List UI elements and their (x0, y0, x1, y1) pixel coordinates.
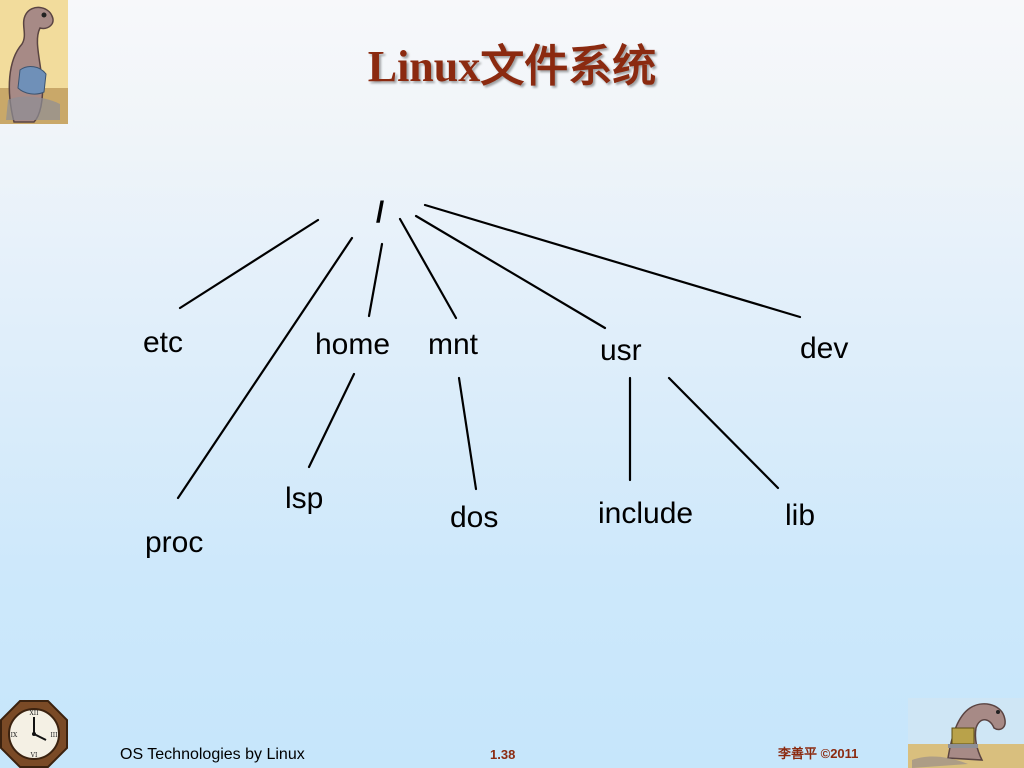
node-root: / (376, 196, 385, 229)
edge-root-usr (414, 214, 607, 330)
node-mnt: mnt (428, 328, 479, 361)
slide-title: Linux文件系统 (367, 42, 657, 91)
dinosaur-laptop-icon (908, 698, 1024, 768)
clock-icon: XII III VI IX (0, 700, 68, 768)
edge-mnt-dos (457, 376, 478, 491)
node-lib: lib (785, 499, 815, 532)
edge-usr-lib (667, 376, 780, 490)
edge-root-etc (178, 218, 320, 310)
dinosaur-mascot-icon (0, 0, 68, 124)
node-usr: usr (600, 334, 642, 367)
edge-root-home (367, 242, 384, 318)
edge-root-dev (423, 203, 802, 319)
node-home: home (315, 328, 390, 361)
page-number: 1.38 (490, 747, 516, 762)
node-dos: dos (450, 501, 498, 534)
svg-text:XII: XII (29, 710, 39, 717)
edge-home-lsp (307, 372, 356, 469)
node-etc: etc (143, 326, 183, 359)
node-lsp: lsp (285, 482, 323, 515)
footer-course-title: OS Technologies by Linux (120, 746, 305, 763)
svg-text:III: III (50, 732, 58, 739)
node-proc: proc (145, 526, 203, 559)
edge-root-proc (176, 236, 354, 500)
node-dev: dev (800, 332, 848, 365)
svg-text:IX: IX (11, 732, 18, 739)
svg-text:VI: VI (30, 752, 38, 759)
footer-author-copyright: 李善平 ©2011 (778, 746, 859, 761)
node-include: include (598, 497, 693, 530)
edge-root-mnt (398, 217, 458, 320)
